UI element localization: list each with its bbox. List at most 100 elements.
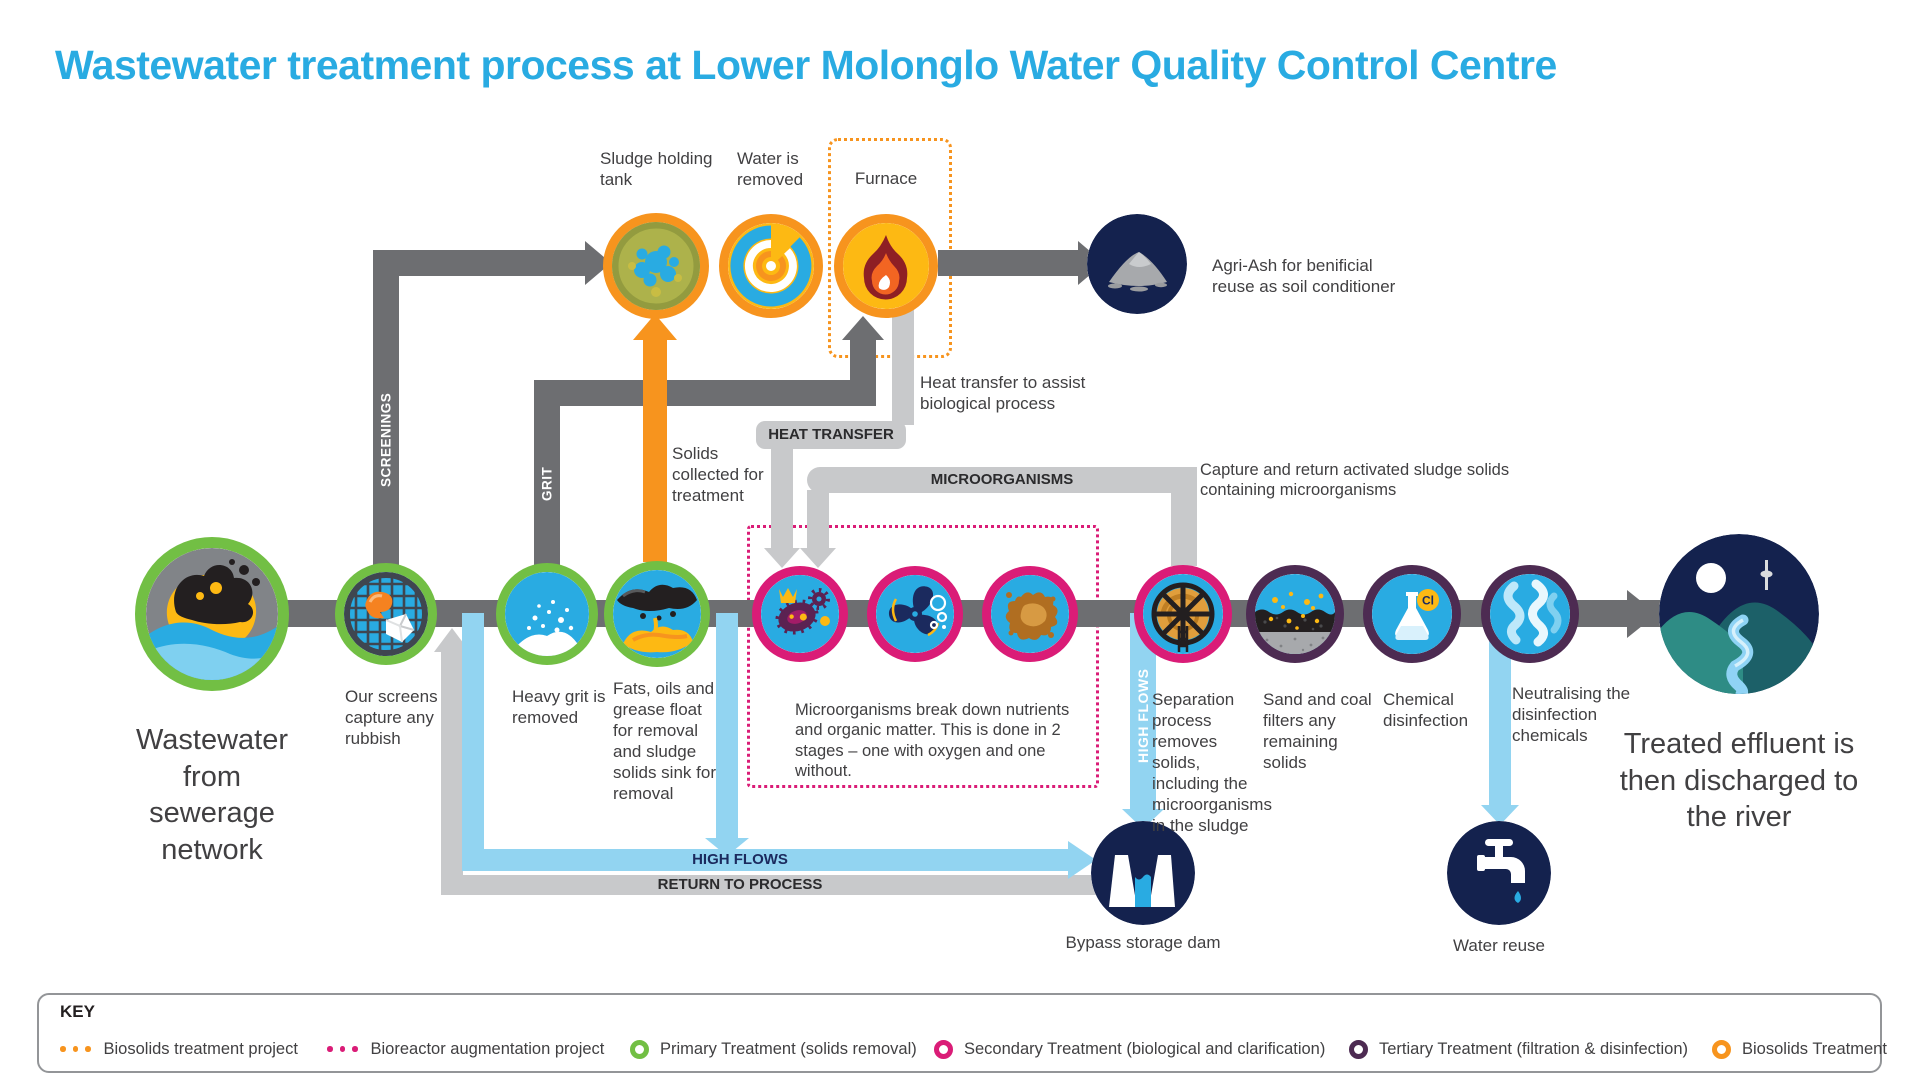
screenings-pipe-horizontal xyxy=(373,250,585,276)
heat-assist-note: Heat transfer to assist biological proce… xyxy=(920,373,1086,414)
key-item-label: Biosolids treatment project xyxy=(103,1039,298,1058)
grit-bubbles-icon xyxy=(505,572,589,656)
grit-label: Heavy grit is removed xyxy=(512,687,606,728)
sludge-splat-icon xyxy=(991,575,1069,653)
microorganisms-pipe-left xyxy=(807,490,829,548)
water-reuse-arrowhead xyxy=(1481,805,1519,825)
microorganisms-pipe-right xyxy=(1171,467,1197,566)
main-pipe-arrowhead xyxy=(1627,590,1657,638)
microorganisms-pipe-horizontal xyxy=(807,467,1197,493)
return-pipe-vertical xyxy=(441,652,463,895)
key-item-label: Bioreactor augmentation project xyxy=(370,1039,605,1058)
heat-pipe-upper xyxy=(892,310,914,425)
return-pipe-horizontal xyxy=(441,875,1143,895)
key-panel xyxy=(37,993,1882,1073)
microorganisms-arrowhead xyxy=(800,548,836,568)
tap-icon xyxy=(1447,821,1551,925)
sludge-tank-label: Sludge holding tank xyxy=(600,149,713,190)
river-landscape-icon xyxy=(1659,534,1819,694)
water-reuse-pipe xyxy=(1489,613,1511,805)
aerator-fan-icon xyxy=(876,575,954,653)
heat-pipe-lower xyxy=(771,446,793,548)
screenings-pipe-label: SCREENINGS xyxy=(378,392,394,488)
return-to-process-label: RETURN TO PROCESS xyxy=(657,876,823,893)
screen-grid-icon xyxy=(344,572,428,656)
node-fats xyxy=(604,561,710,667)
node-grit xyxy=(496,563,598,665)
separation-label: Separation process removes solids, inclu… xyxy=(1152,690,1272,836)
node-water-reuse xyxy=(1447,821,1551,925)
key-item-biosolids: Biosolids Treatment xyxy=(1712,1036,1887,1062)
furnace-feed-arrowhead xyxy=(842,316,884,340)
microbe-icon xyxy=(761,575,839,653)
node-sand-coal xyxy=(1246,565,1344,663)
node-neutralising xyxy=(1481,565,1579,663)
furnace-label: Furnace xyxy=(854,169,918,188)
pink-ring-icon xyxy=(934,1039,953,1059)
fats-oils-icon xyxy=(613,570,701,658)
node-furnace xyxy=(834,214,938,318)
heat-transfer-pipe-label: HEAT TRANSFER xyxy=(768,426,894,443)
node-sludge-tank xyxy=(603,213,709,319)
grit-pipe-label: GRIT xyxy=(539,466,555,502)
water-swirl-icon xyxy=(1490,574,1570,654)
node-bypass-dam xyxy=(1091,821,1195,925)
dam-icon xyxy=(1091,821,1195,925)
node-agri-ash xyxy=(1087,214,1187,314)
neutralising-label: Neutralising the disinfection chemicals xyxy=(1512,684,1631,746)
flame-icon xyxy=(843,223,929,309)
chemical-label: Chemical disinfection xyxy=(1383,690,1469,731)
node-bioreactor-stage3 xyxy=(982,566,1078,662)
solids-collected-note: Solids collected for treatment xyxy=(672,444,764,506)
page-title: Wastewater treatment process at Lower Mo… xyxy=(55,42,1557,88)
orange-ring-icon xyxy=(1712,1039,1731,1059)
microorganisms-pipe-label: MICROORGANISMS xyxy=(930,471,1074,488)
water-removed-label: Water is removed xyxy=(737,149,804,190)
heat-transfer-pipe-label-box: HEAT TRANSFER xyxy=(756,421,906,449)
node-bioreactor-stage2 xyxy=(867,566,963,662)
key-item-label: Primary Treatment (solids removal) xyxy=(660,1039,917,1058)
ash-pipe xyxy=(938,250,1078,276)
node-water-removed xyxy=(719,214,823,318)
node-separation xyxy=(1134,565,1232,663)
node-screens xyxy=(335,563,437,665)
biosolids-project-outline xyxy=(828,138,952,358)
pink-dots-icon xyxy=(327,1046,358,1052)
chlorine-flask-icon: Cl xyxy=(1372,574,1452,654)
screenings-pipe-vertical xyxy=(373,250,399,613)
filter-layers-icon xyxy=(1255,574,1335,654)
high-flows-pipe-horizontal xyxy=(462,849,1068,871)
node-wastewater-source xyxy=(135,537,289,691)
orange-dots-icon xyxy=(60,1046,91,1052)
ash-pile-icon xyxy=(1087,214,1187,314)
svg-text:Cl: Cl xyxy=(1422,594,1434,608)
high-flows-offtake-1 xyxy=(462,613,484,849)
high-flows-horizontal-label: HIGH FLOWS xyxy=(692,851,788,868)
wastewater-splash-icon xyxy=(146,548,278,680)
sludge-blobs-icon xyxy=(612,222,700,310)
key-item-label: Secondary Treatment (biological and clar… xyxy=(964,1039,1326,1058)
solids-pipe xyxy=(643,338,667,562)
source-label: Wastewater from sewerage network xyxy=(135,724,289,866)
grit-pipe-horizontal xyxy=(534,380,856,406)
node-bioreactor-stage1 xyxy=(752,566,848,662)
microorganisms-stages-note: Microorganisms break down nutrients and … xyxy=(795,701,1070,781)
node-effluent xyxy=(1659,534,1819,694)
sand-coal-label: Sand and coal filters any remaining soli… xyxy=(1263,690,1372,773)
high-flows-offtake-2 xyxy=(716,613,738,841)
bypass-dam-label: Bypass storage dam xyxy=(1065,933,1221,952)
bioreactor-project-outline xyxy=(747,525,1099,788)
key-title: KEY xyxy=(60,1002,95,1021)
key-item-label: Tertiary Treatment (filtration & disinfe… xyxy=(1379,1039,1689,1058)
heat-arrowhead xyxy=(764,548,800,568)
key-item-secondary: Secondary Treatment (biological and clar… xyxy=(934,1036,1325,1062)
green-ring-icon xyxy=(630,1039,649,1059)
effluent-label: Treated effluent is then discharged to t… xyxy=(1619,728,1859,834)
grit-pipe-riser xyxy=(850,338,876,406)
purple-ring-icon xyxy=(1349,1039,1368,1059)
key-item-biosolids-project: Biosolids treatment project xyxy=(60,1036,298,1062)
agri-ash-label: Agri-Ash for benificial reuse as soil co… xyxy=(1212,256,1396,297)
fats-label: Fats, oils and grease float for removal … xyxy=(613,679,716,804)
key-item-tertiary: Tertiary Treatment (filtration & disinfe… xyxy=(1349,1036,1688,1062)
